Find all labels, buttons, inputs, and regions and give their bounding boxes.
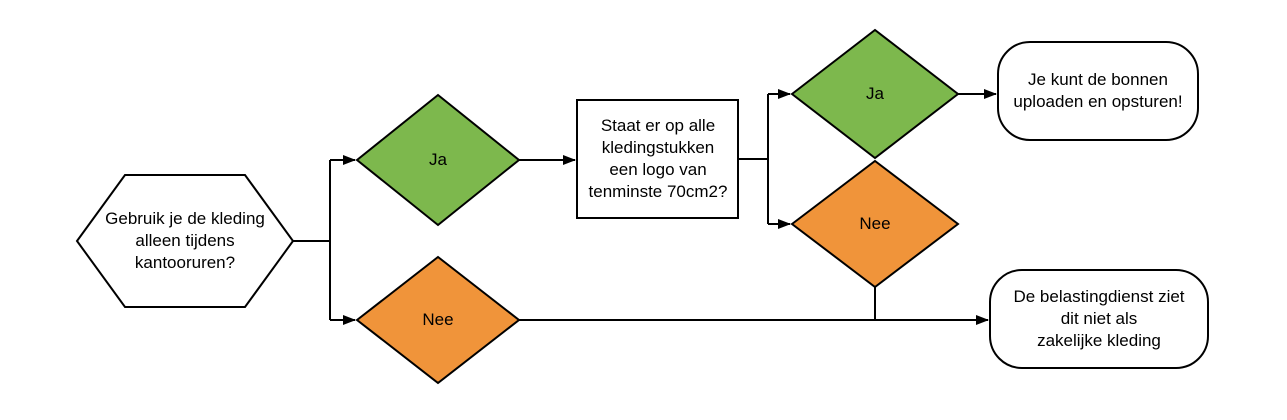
connectors xyxy=(293,89,997,325)
logo-question-rectangle xyxy=(576,99,739,219)
decision-ja-2-diamond xyxy=(790,28,960,160)
decision-nee-2-diamond xyxy=(790,159,960,289)
outcome-upload-rounded-rect xyxy=(997,41,1199,141)
start-hexagon xyxy=(75,174,295,308)
outcome-not-business-rounded-rect xyxy=(989,269,1209,369)
decision-ja-1-diamond xyxy=(355,93,521,227)
decision-nee-1-diamond xyxy=(355,255,521,385)
